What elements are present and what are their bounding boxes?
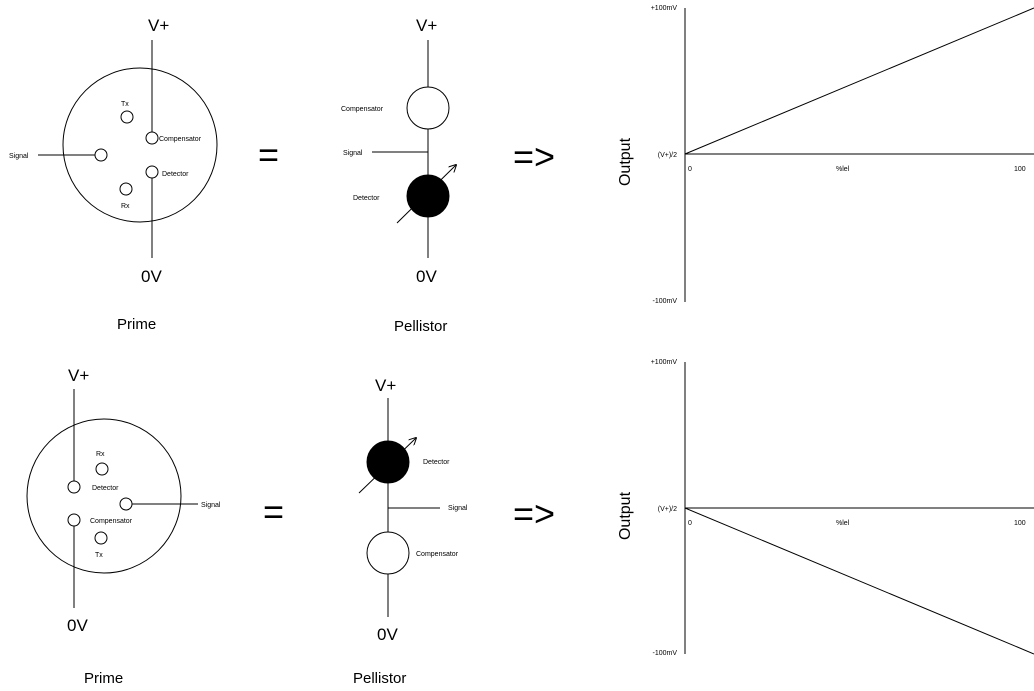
zero-v-label: 0V	[416, 267, 437, 286]
vplus-label: V+	[68, 366, 89, 385]
vplus-label: V+	[416, 16, 437, 35]
rx-label: Rx	[96, 451, 105, 458]
output-chart-top: +100mV (V+)/2 -100mV 0 100 %lel Output	[617, 5, 1034, 305]
compensator-label: Compensator	[416, 551, 459, 558]
rx-pin	[119, 182, 133, 196]
compensator-pin	[67, 513, 81, 527]
x-tick-label: 0	[688, 520, 692, 527]
detector-pin	[145, 165, 159, 179]
compensator-label: Compensator	[90, 518, 133, 525]
signal-label: Signal	[448, 505, 468, 512]
y-tick-label: -100mV	[652, 650, 677, 657]
output-series-line	[684, 507, 1034, 655]
detector-variable-arrow	[358, 438, 416, 494]
compensator-label: Compensator	[341, 106, 384, 113]
pellistor-caption: Pellistor	[394, 318, 447, 335]
detector-element	[406, 174, 450, 218]
y-axis-label: Output	[617, 137, 634, 186]
signal-label: Signal	[201, 502, 221, 509]
rx-pin	[95, 462, 109, 476]
zero-v-label: 0V	[67, 616, 88, 635]
tx-pin	[120, 110, 134, 124]
detector-label: Detector	[162, 171, 189, 178]
signal-pin	[94, 148, 108, 162]
rx-label: Rx	[121, 203, 130, 210]
output-chart-bottom: +100mV (V+)/2 -100mV 0 100 %lel Output	[617, 359, 1034, 657]
prime-caption: Prime	[84, 670, 123, 687]
detector-pin	[67, 480, 81, 494]
detector-label: Detector	[353, 195, 380, 202]
detector-variable-arrow	[396, 165, 456, 224]
compensator-pin	[145, 131, 159, 145]
signal-pin	[119, 497, 133, 511]
x-tick-label: 0	[688, 166, 692, 173]
x-tick-label: 100	[1014, 520, 1026, 527]
tx-label: Tx	[121, 101, 129, 108]
zero-v-label: 0V	[141, 267, 162, 286]
y-tick-label: +100mV	[651, 359, 678, 366]
prime-housing	[26, 418, 182, 574]
y-tick-label: -100mV	[652, 298, 677, 305]
detector-label: Detector	[92, 485, 119, 492]
pellistor-diagram-bottom: V+ Detector Signal Compensator 0V Pellis…	[353, 376, 468, 687]
pellistor-diagram-top: V+ Compensator Signal Detector 0V Pellis…	[341, 16, 456, 335]
prime-caption: Prime	[117, 316, 156, 333]
x-axis-label: %lel	[836, 520, 850, 527]
implies-arrow: =>	[513, 493, 555, 534]
x-tick-label: 100	[1014, 166, 1026, 173]
y-tick-label: (V+)/2	[658, 506, 677, 513]
equals-sign: =	[258, 134, 279, 175]
detector-element	[366, 440, 410, 484]
compensator-element	[406, 86, 450, 130]
detector-label: Detector	[423, 459, 450, 466]
compensator-element	[366, 531, 410, 575]
y-axis-label: Output	[617, 491, 634, 540]
prime-diagram-bottom: V+ Rx Detector Signal Compensator Tx 0V …	[26, 366, 221, 687]
vplus-label: V+	[375, 376, 396, 395]
signal-label: Signal	[343, 150, 363, 157]
pellistor-caption: Pellistor	[353, 670, 406, 687]
tx-label: Tx	[95, 552, 103, 559]
output-series-line	[684, 7, 1034, 155]
implies-arrow: =>	[513, 136, 555, 177]
equals-sign: =	[263, 491, 284, 532]
prime-housing	[62, 67, 218, 223]
signal-label: Signal	[9, 153, 29, 160]
tx-pin	[94, 531, 108, 545]
vplus-label: V+	[148, 16, 169, 35]
zero-v-label: 0V	[377, 625, 398, 644]
y-tick-label: +100mV	[651, 5, 678, 12]
x-axis-label: %lel	[836, 166, 850, 173]
compensator-label: Compensator	[159, 136, 202, 143]
prime-diagram-top: V+ 0V Tx Compensator Signal Detector Rx …	[9, 16, 218, 333]
y-tick-label: (V+)/2	[658, 152, 677, 159]
